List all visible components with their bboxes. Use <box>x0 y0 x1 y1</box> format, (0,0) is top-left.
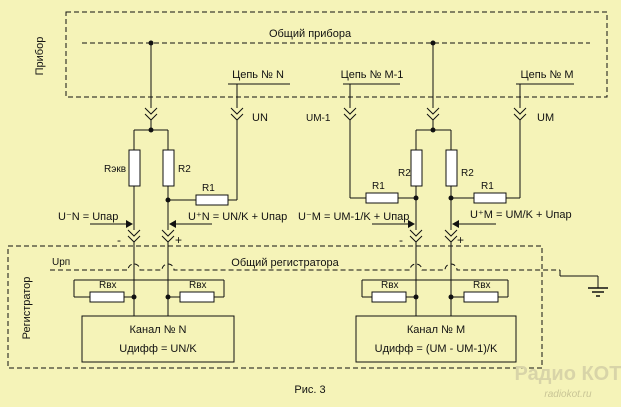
resistor-r-in-m-plus <box>463 291 499 303</box>
registrar-common-label: Общий регистратора <box>231 257 339 269</box>
channel-m-formula: Uдифф = (UM - UM-1)/K <box>375 343 498 355</box>
r2b-label: R2 <box>461 168 474 179</box>
resistor-r2-left <box>162 149 175 187</box>
channel-n-title: Канал № N <box>130 324 187 336</box>
figure-caption: Рис. 3 <box>294 384 325 396</box>
connector-chevrons-upper <box>144 107 527 121</box>
junction-dot <box>430 127 436 133</box>
r-in-label: Rвх <box>381 280 399 291</box>
channel-n-formula: Uдифф = UN/K <box>119 343 197 355</box>
r-in-label: Rвх <box>473 280 491 291</box>
u-rp-label: Uрп <box>52 257 70 268</box>
r1-left-label: R1 <box>202 183 215 194</box>
r2-left-label: R2 <box>178 164 191 175</box>
r-in-label: Rвх <box>99 280 117 291</box>
u-m1-label: UM-1 <box>306 113 331 124</box>
resistor-r1-right-b <box>473 192 507 204</box>
resistor-r1-right-a <box>365 192 399 204</box>
r1b-label: R1 <box>481 181 494 192</box>
r2a-label: R2 <box>398 168 411 179</box>
r-eq-label: Rэкв <box>104 164 126 175</box>
registrar-label: Регистратор <box>21 277 33 340</box>
arrow-head <box>169 220 176 228</box>
arrow-head <box>452 220 459 228</box>
channel-n-box <box>81 315 235 363</box>
junction-dot <box>148 127 154 133</box>
resistor-r-in-n-minus <box>89 291 125 303</box>
resistor-r-in-n-plus <box>179 291 215 303</box>
right-eq-minus: U⁻M = UM-1/K + Uпар <box>298 211 409 223</box>
left-eq-plus: U⁺N = UN/K + Uпар <box>188 211 287 223</box>
watermark-logo: Радио КОТ <box>515 363 621 385</box>
right-eq-plus: U⁺M = UM/K + Uпар <box>470 209 572 221</box>
watermark-url: radiokot.ru <box>544 389 592 400</box>
device-label: Прибор <box>34 37 46 76</box>
registrar-common-bus <box>50 263 560 271</box>
channel-m-box <box>355 315 517 363</box>
resistor-r-eq <box>128 149 141 187</box>
device-frame <box>65 11 608 98</box>
resistor-r-in-m-minus <box>371 291 407 303</box>
r1a-label: R1 <box>372 181 385 192</box>
resistor-r2-right-a <box>410 149 423 187</box>
left-minus-sign: - <box>117 233 121 247</box>
right-plus-sign: + <box>457 233 464 247</box>
u-m-label: UM <box>537 112 554 124</box>
circuit-n-label: Цепь № N <box>232 69 284 81</box>
left-eq-minus: U⁻N = Uпар <box>58 211 118 223</box>
circuit-m1-label: Цепь № M-1 <box>341 69 404 81</box>
right-minus-sign: - <box>399 233 403 247</box>
resistor-r1-left <box>195 194 229 206</box>
arrow-head <box>408 220 415 228</box>
channel-m-title: Канал № M <box>407 324 465 336</box>
arrow-head <box>126 220 133 228</box>
u-n-label: UN <box>252 112 268 124</box>
device-common-label: Общий прибора <box>269 28 352 40</box>
resistor-r2-right-b <box>445 149 458 187</box>
registrar-frame <box>7 245 543 369</box>
r-in-label: Rвх <box>189 280 207 291</box>
circuit-m-label: Цепь № M <box>520 69 573 81</box>
left-plus-sign: + <box>175 233 182 247</box>
